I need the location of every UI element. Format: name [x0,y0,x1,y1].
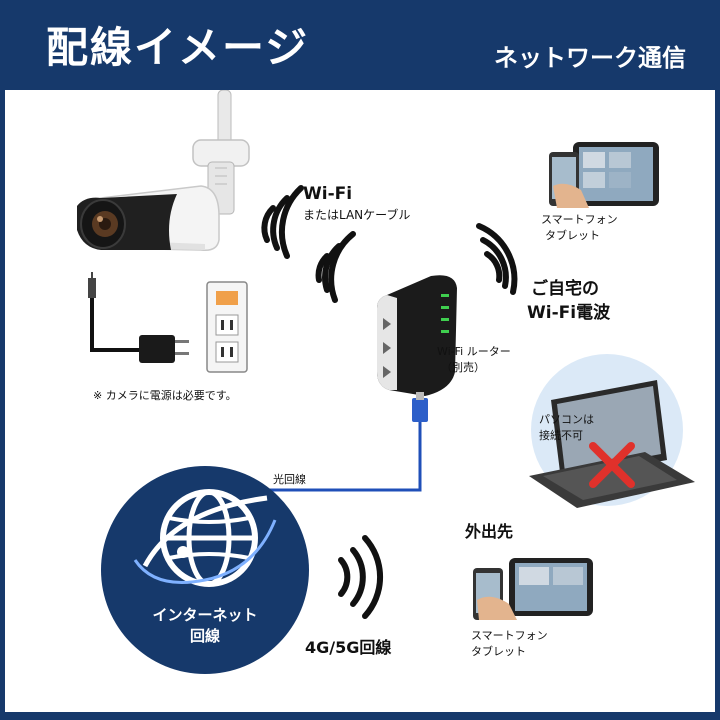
phone-tablet-icon [473,558,593,620]
router-label-line2: （別売） [441,361,485,374]
device-top-label-line2: タブレット [545,229,600,242]
mobile-signal-icon [338,535,384,619]
fiber-line-label: 光回線 [273,473,306,486]
router-label-line1: Wi-Fi ルーター [437,345,511,358]
diagram-canvas [77,90,695,674]
pc-not-supported-line1: パソコンは [539,413,594,426]
mobile-network-label: 4G/5G回線 [305,638,392,657]
cross-mark-icon [589,442,635,488]
outside-label: 外出先 [465,522,514,541]
wifi-signal-icon [315,231,356,303]
wifi-or-lan-label: またはLANケーブル [303,208,411,222]
page-subtitle: ネットワーク通信 [494,44,686,72]
device-bottom-label-line1: スマートフォン [471,629,548,642]
wifi-signal-icon [476,223,518,295]
home-wifi-label-line1: ご自宅の [531,279,599,299]
diagram-panel: Wi-Fi またはLANケーブル ご自宅の Wi-Fi電波 Wi-Fi ルーター… [5,90,715,712]
device-bottom-label-line2: タブレット [471,645,526,658]
internet-label-line2: 回線 [189,627,220,645]
wifi-router-icon [377,275,457,396]
power-adapter-icon [88,272,189,363]
wifi-signal-icon [261,185,304,259]
wall-outlet-icon [206,281,248,373]
page-title: 配線イメージ [46,23,310,72]
pc-not-supported-line2: 接続不可 [539,429,583,442]
globe-icon [101,466,309,674]
power-note: ※ カメラに電源は必要です。 [93,389,237,402]
internet-label-line1: インターネット [152,606,258,624]
laptop-icon [529,354,695,508]
wifi-label: Wi-Fi [303,184,353,204]
phone-tablet-icon [549,142,659,208]
security-camera-icon [77,90,250,252]
home-wifi-label-line2: Wi-Fi電波 [527,303,611,323]
device-top-label-line1: スマートフォン [541,213,618,226]
